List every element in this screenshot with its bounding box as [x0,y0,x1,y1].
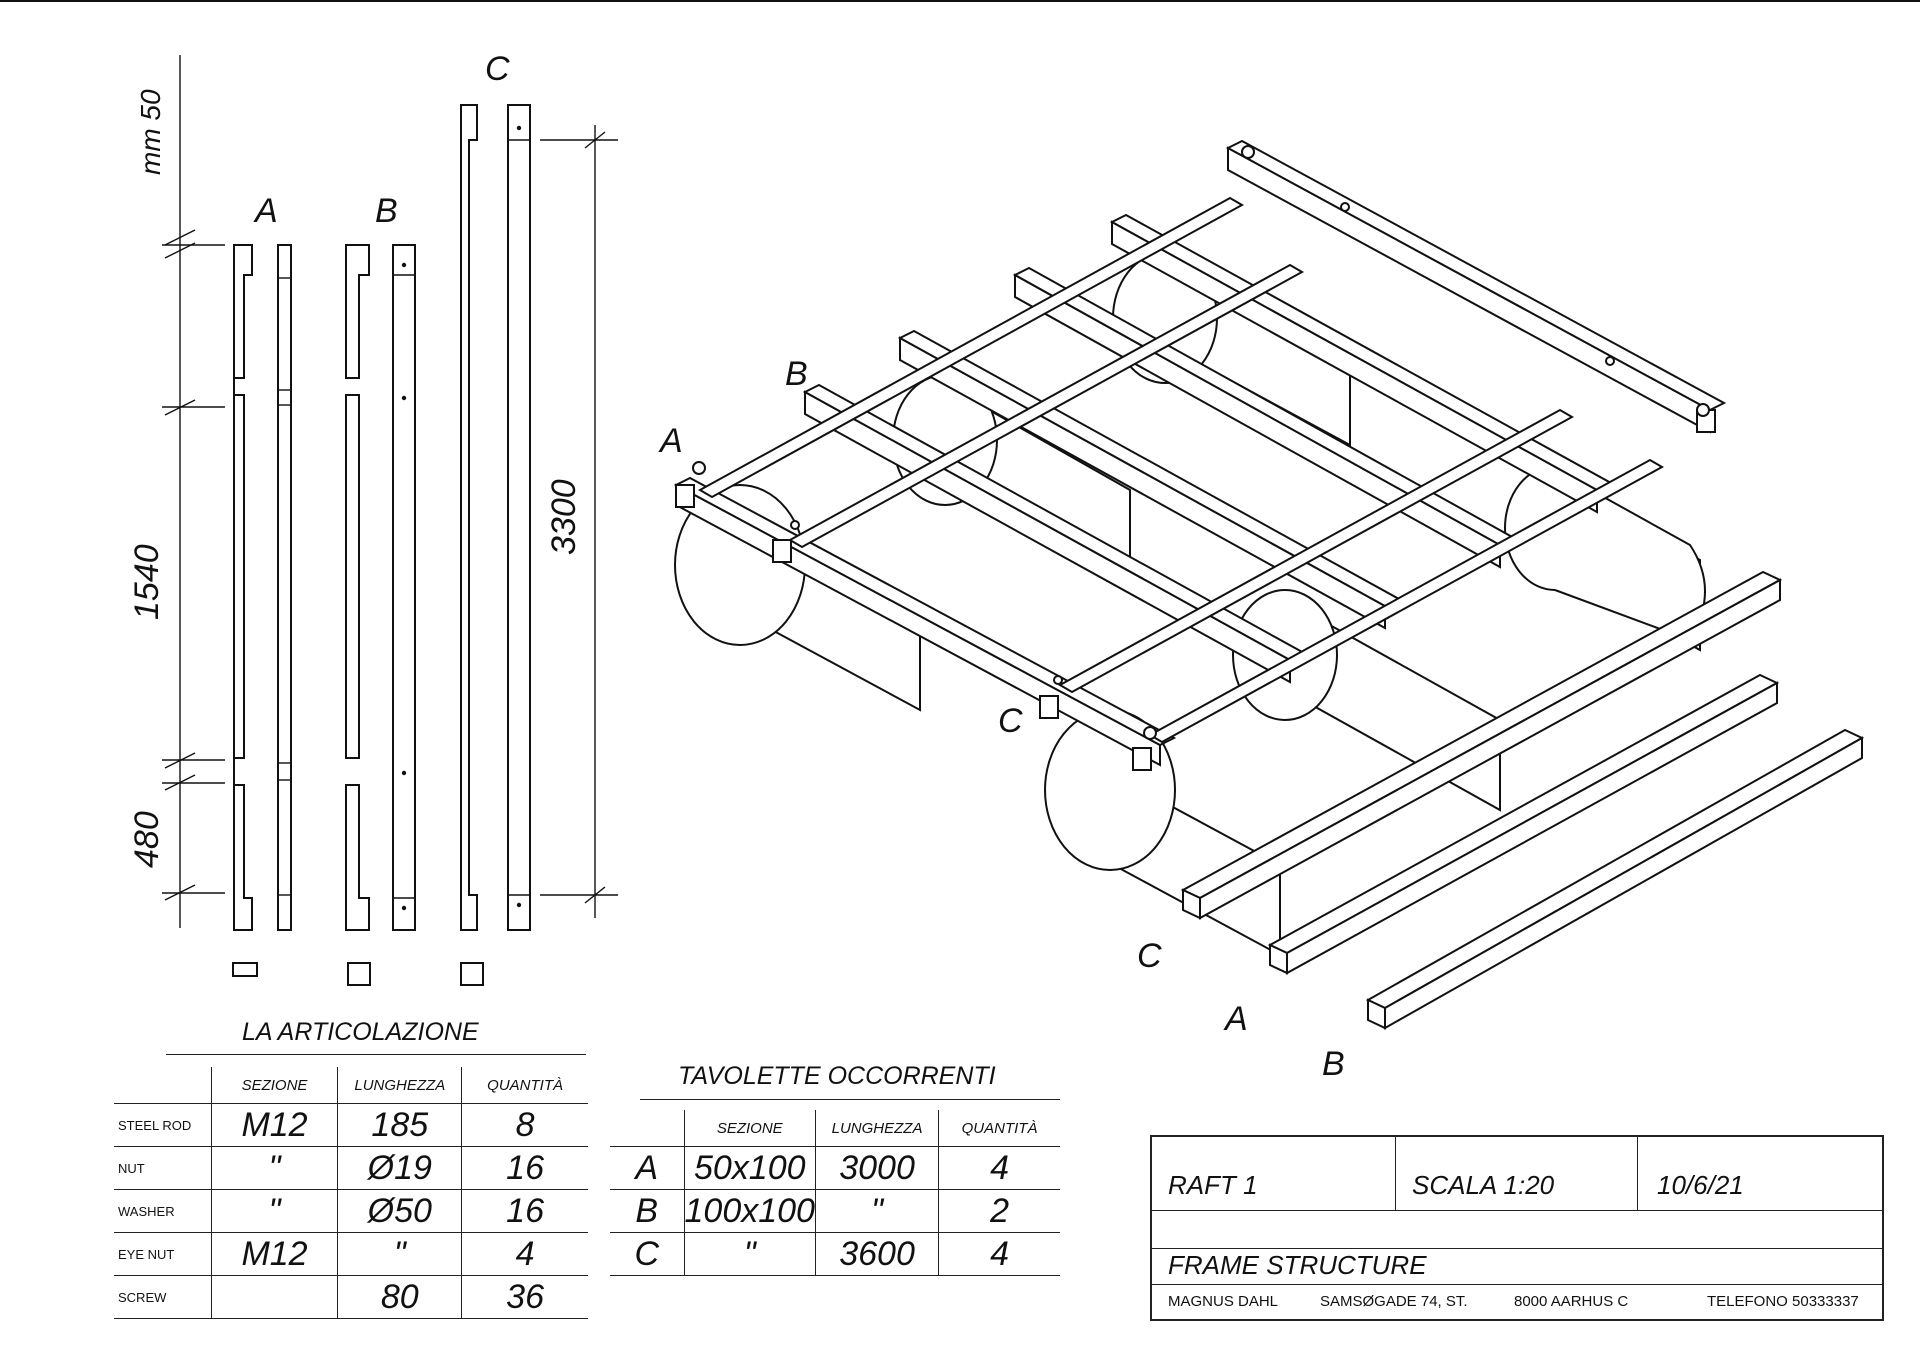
cell-lunghezza: Ø19 [337,1146,463,1190]
cell-sezione [210,1275,339,1319]
cell-sezione: " [210,1189,339,1233]
cell-sezione: " [210,1146,339,1190]
elevation-c: C [460,50,531,986]
raft-isometric: A B C [658,139,1727,957]
raft-label-c: C [998,702,1023,740]
dim-3300-label: 3300 [545,479,583,555]
cell-sezione: 100x100 [683,1189,816,1233]
cell-quantita: 16 [461,1146,588,1190]
exploded-a-label: A [1223,1000,1248,1038]
exploded-beam-a: A [1223,673,1780,1038]
cell-quantita: 8 [461,1103,588,1147]
cell-lunghezza: " [337,1232,463,1276]
cell-lunghezza: 185 [337,1103,463,1147]
table-row: C " 3600 4 [610,1232,1060,1276]
art-header-lunghezza: LUNGHEZZA [337,1067,463,1104]
author-name: MAGNUS DAHL [1168,1293,1279,1310]
cell-quantita: 4 [461,1232,588,1276]
articolazione-table: SEZIONE LUNGHEZZA QUANTITÀ STEEL ROD M12… [114,1067,588,1319]
cell-sezione: 50x100 [683,1146,816,1190]
row-name: WASHER [114,1189,212,1233]
table-row: NUT " Ø19 16 [114,1146,588,1190]
table-row: EYE NUT M12 " 4 [114,1232,588,1276]
row-name: SCREW [114,1275,212,1319]
exploded-c-label: C [1137,937,1162,975]
row-name: C [610,1232,685,1276]
row-name: EYE NUT [114,1232,212,1276]
cross-slats [697,196,1665,744]
dimension-3300: 3300 [540,125,618,918]
elevation-a: A [232,192,292,977]
tav-header-lunghezza: LUNGHEZZA [814,1110,940,1147]
author-city: 8000 AARHUS C [1514,1293,1629,1310]
left-dimension: mm 50 1540 480 [128,55,225,928]
art-header-sezione: SEZIONE [210,1067,339,1104]
exploded-beam-b: B [1322,728,1865,1083]
table-row: A 50x100 3000 4 [610,1146,1060,1190]
dim-1540-label: 1540 [128,544,166,620]
row-name: B [610,1189,685,1233]
dim-480-label: 480 [128,811,166,868]
cell-lunghezza: Ø50 [337,1189,463,1233]
articolazione-title-rule [166,1054,586,1055]
table-row: SCREW 80 36 [114,1275,588,1319]
tav-header-quantita: QUANTITÀ [938,1110,1060,1147]
cell-quantita: 4 [938,1232,1060,1276]
drawing-subject: FRAME STRUCTURE [1168,1250,1427,1280]
tav-header-sezione: SEZIONE [683,1110,816,1147]
drawing-date: 10/6/21 [1657,1170,1744,1200]
art-header-quantita: QUANTITÀ [461,1067,588,1104]
cell-lunghezza: 3600 [814,1232,940,1276]
pontoon-front-right [1044,709,1281,957]
cell-quantita: 2 [938,1189,1060,1233]
exploded-beam-c: C [1137,570,1783,975]
elevation-b: B [345,192,416,986]
dim-unit-label: mm 50 [135,89,166,175]
elevation-b-label: B [375,192,398,230]
cell-sezione: M12 [210,1103,339,1147]
tavolette-title-rule [640,1099,1060,1100]
table-row: B 100x100 " 2 [610,1189,1060,1233]
drawing-name: RAFT 1 [1168,1170,1258,1200]
raft-label-b: B [785,355,808,393]
raft-label-a: A [658,422,683,460]
cell-quantita: 4 [938,1146,1060,1190]
cell-lunghezza: " [814,1189,940,1233]
cell-sezione: " [683,1232,816,1276]
cell-sezione: M12 [210,1232,339,1276]
row-name: A [610,1146,685,1190]
cell-lunghezza: 80 [337,1275,463,1319]
drawing-scale: SCALA 1:20 [1412,1170,1555,1200]
pontoon-back-right [1504,465,1706,652]
author-phone: TELEFONO 50333337 [1707,1293,1859,1310]
row-name: NUT [114,1146,212,1190]
tavolette-table: SEZIONE LUNGHEZZA QUANTITÀ A 50x100 3000… [610,1110,1060,1276]
author-street: SAMSØGADE 74, ST. [1320,1293,1468,1310]
cell-quantita: 16 [461,1189,588,1233]
articolazione-title: LA ARTICOLAZIONE [242,1018,479,1046]
cell-quantita: 36 [461,1275,588,1319]
exploded-b-label: B [1322,1045,1345,1083]
cell-lunghezza: 3000 [814,1146,940,1190]
elevation-a-label: A [253,192,278,230]
tavolette-title: TAVOLETTE OCCORRENTI [678,1062,996,1090]
title-block: RAFT 1 SCALA 1:20 10/6/21 FRAME STRUCTUR… [1150,1135,1884,1321]
table-row: WASHER " Ø50 16 [114,1189,588,1233]
table-row: STEEL ROD M12 185 8 [114,1103,588,1147]
elevation-c-label: C [485,50,510,88]
row-name: STEEL ROD [114,1103,212,1147]
